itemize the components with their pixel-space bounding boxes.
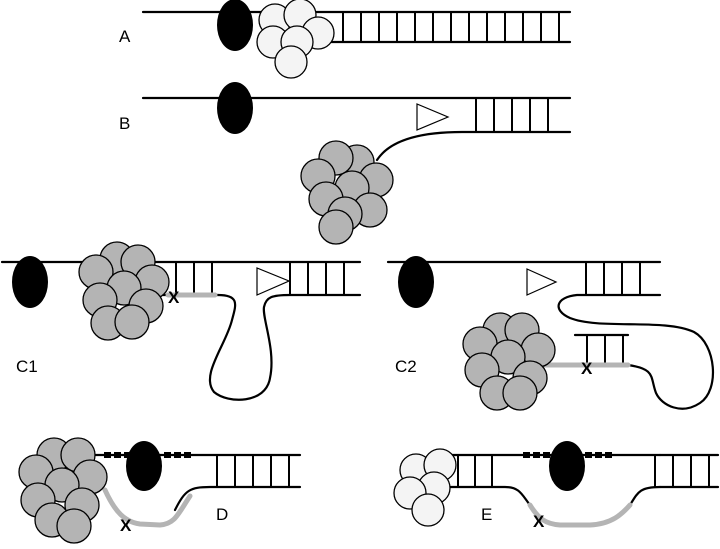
- panel-a-label: A: [119, 27, 131, 46]
- panel-c2-triangle: [526, 268, 558, 296]
- panel-a-oval: [217, 0, 253, 51]
- panel-b-bottom-strand: [375, 130, 572, 162]
- panel-c1-gray-complex: [78, 241, 170, 341]
- panel-e-rungs-left: [457, 455, 493, 487]
- panel-a: A: [119, 0, 572, 79]
- panel-e: E: [393, 441, 720, 531]
- panel-c1-triangle: [256, 267, 291, 296]
- panel-d-bottom-strand: [173, 485, 302, 512]
- panel-e-label: E: [481, 505, 492, 524]
- panel-c1-oval: [12, 256, 48, 308]
- panel-b-rungs: [475, 98, 549, 132]
- panel-b: B: [119, 82, 572, 245]
- panel-e-x-mark: X: [533, 512, 545, 531]
- panel-e-oval: [549, 441, 585, 491]
- panel-d-label: D: [216, 505, 228, 524]
- panel-d-gray-complex: [18, 437, 108, 544]
- panel-b-oval: [217, 82, 253, 134]
- panel-c1-rungs-left: [175, 262, 213, 295]
- panel-e-gray-segment: [527, 502, 633, 528]
- panel-c1-label: C1: [16, 357, 38, 376]
- panel-d-dashes: [104, 452, 191, 458]
- panel-a-white-complex: [256, 0, 335, 79]
- panel-b-gray-complex: [300, 140, 394, 245]
- panel-c2-gray-complex: [462, 312, 556, 411]
- panel-c2-label: C2: [395, 357, 417, 376]
- panel-c2-loop: [557, 293, 714, 410]
- panel-d-gray-segment: [102, 487, 193, 528]
- panel-e-bottom-left-strand: [445, 485, 532, 507]
- panel-c2-rungs-top: [585, 262, 641, 295]
- panel-e-rungs-right: [654, 455, 710, 487]
- panel-e-bottom-right-strand: [628, 485, 662, 507]
- panel-d-rungs: [216, 455, 290, 487]
- panel-c1-rungs-right: [289, 262, 345, 295]
- panel-d-oval: [126, 441, 162, 491]
- panel-c1-loop: [208, 293, 362, 401]
- panel-c2: C2 X: [386, 256, 714, 411]
- panel-b-label: B: [119, 114, 130, 133]
- panel-e-white-complex: [393, 448, 457, 527]
- panel-c2-x-mark: X: [581, 359, 593, 378]
- panel-d: D X: [18, 437, 302, 544]
- panel-e-dashes: [523, 452, 612, 458]
- panel-b-triangle: [416, 103, 450, 131]
- panel-c2-rungs-bottom: [586, 335, 624, 365]
- panel-c2-oval: [398, 256, 434, 308]
- panel-d-x-mark: X: [120, 516, 132, 535]
- panel-c1-x-mark: X: [168, 288, 180, 307]
- panel-a-rungs: [342, 12, 560, 42]
- panel-c1: C1 X: [0, 241, 362, 401]
